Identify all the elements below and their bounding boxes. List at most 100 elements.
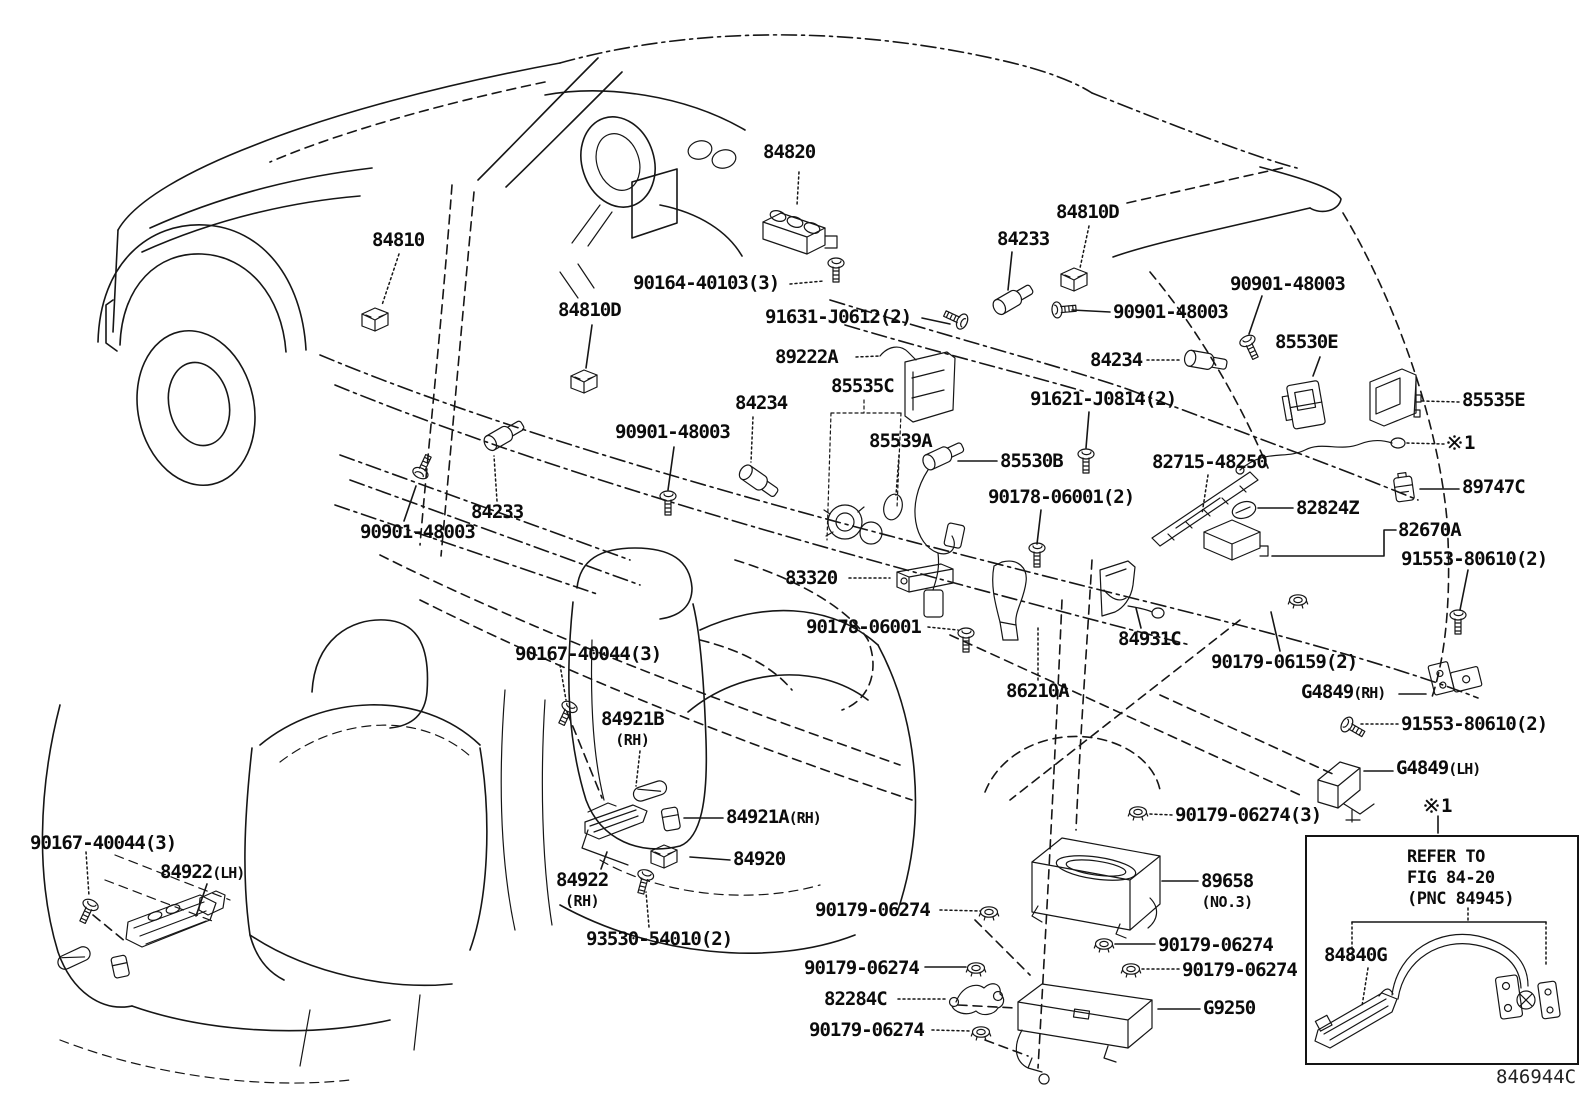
part-label-90901-48003-8: 90901-48003	[1113, 301, 1229, 323]
part-label-84921a-38: 84921A(RH)	[726, 806, 822, 828]
part-85530e-art	[1281, 380, 1326, 430]
bolt-91631-art	[940, 305, 971, 332]
part-82824z-art	[1231, 500, 1257, 520]
part-label-85535e-13: 85535E	[1462, 389, 1526, 411]
screw-90178a-art	[1028, 542, 1046, 568]
part-label-90179-06159-2--31: 90179-06159(2)	[1211, 651, 1358, 673]
part-wire-ref1-art	[1235, 437, 1406, 475]
part-label-82715-48250-19: 82715-48250	[1152, 451, 1268, 473]
screw-90178b-art	[957, 627, 975, 653]
part-label-90167-40044-3--34: 90167-40044(3)	[515, 643, 662, 665]
part-label-91553-80610-2--35: 91553-80610(2)	[1401, 713, 1548, 735]
part-84931c-art	[1099, 560, 1165, 619]
part-label-84920-39: 84920	[733, 848, 786, 870]
inset-note: REFER TO FIG 84-20 (PNC 84945)	[1407, 847, 1515, 910]
part-84820-art	[762, 210, 838, 255]
part-label-90179-06274-48: 90179-06274	[1158, 934, 1274, 956]
front-seats-art	[500, 547, 917, 954]
inset-reference-box: REFER TO FIG 84-20 (PNC 84945)	[1305, 835, 1579, 1065]
screw-91553l-art	[1337, 714, 1368, 742]
part-label-84810d-1: 84810D	[1056, 201, 1120, 223]
screw-90167c-art	[553, 698, 580, 729]
part-84921a-rh-art	[660, 806, 681, 832]
footnote-ref-label: 1	[1424, 797, 1452, 816]
rear-seats-art	[41, 619, 488, 1084]
part-label-90179-06274-3--45: 90179-06274(3)	[1175, 804, 1322, 826]
part-label-84922-42: 84922(LH)	[160, 861, 245, 883]
part-84921b-lh-art	[55, 943, 93, 973]
bolt-91553u-art	[1449, 609, 1467, 635]
part-label-90179-06274-50: 90179-06274	[1182, 959, 1298, 981]
part-label-84234-14: 84234	[735, 392, 788, 414]
part-label-93530-54010-2--43: 93530-54010(2)	[586, 928, 733, 950]
part-84233-top-art	[989, 280, 1036, 318]
part-label-84820-0: 84820	[763, 141, 816, 163]
part-label-g9250-53: G9250	[1203, 997, 1256, 1019]
part-label-84921b-36: 84921B(RH)	[601, 708, 665, 749]
inset-note-line3: (PNC 84945)	[1407, 889, 1515, 909]
nut-90179-e-art	[970, 1026, 992, 1041]
screw-90167bl-art	[74, 896, 101, 927]
part-label-85530b-18: 85530B	[1000, 450, 1064, 472]
part-82715-art	[1151, 471, 1259, 547]
part-84234-right-art	[1182, 348, 1229, 374]
part-86210a-art	[992, 560, 1027, 641]
part-84840g-art	[1314, 933, 1561, 1049]
screw-90901-tr-art	[1237, 332, 1264, 363]
part-label-89222a-9: 89222A	[775, 346, 839, 368]
part-label-90179-06274-47: 90179-06274	[815, 899, 931, 921]
screw-90901-bl-art	[410, 451, 437, 482]
car-roof-art	[559, 34, 1450, 701]
part-g4849rh-art	[1427, 661, 1483, 696]
part-89658-art	[1031, 837, 1161, 939]
part-label-85539a-16: 85539A	[869, 430, 933, 452]
part-label-89658-46: 89658(NO.3)	[1201, 870, 1254, 911]
part-84921a-lh-art	[110, 954, 130, 979]
bolt-91621-art	[1077, 448, 1095, 474]
part-label-90178-06001-29: 90178-06001	[806, 616, 922, 638]
part-label-91553-80610-2--27: 91553-80610(2)	[1401, 548, 1548, 570]
leader-lines	[85, 171, 1547, 1057]
part-label-82284c-51: 82284C	[824, 988, 888, 1010]
part-84810d-top-art	[1060, 267, 1088, 292]
part-label-89747c-22: 89747C	[1462, 476, 1526, 498]
part-84810-art	[361, 307, 389, 332]
part-label-g4849-33: G4849(RH)	[1301, 681, 1386, 703]
nut-90179-d-art	[1120, 963, 1142, 978]
part-85535e-art	[1369, 368, 1422, 427]
nut-90179-a-art	[978, 906, 1000, 921]
part-label-90164-40103-3--5: 90164-40103(3)	[633, 272, 780, 294]
grommet-06159-art	[1287, 594, 1309, 609]
part-label-91621-j0814-2--17: 91621-J0814(2)	[1030, 388, 1177, 410]
part-label-90901-48003-26: 90901-48003	[360, 521, 476, 543]
part-label-84922-40: 84922(RH)	[556, 869, 609, 910]
part-82284c-art	[948, 983, 1005, 1016]
part-85530b-art	[914, 438, 967, 618]
dashboard-art	[544, 90, 1419, 501]
nut-90179-c-art	[965, 962, 987, 977]
part-label-90901-48003-3: 90901-48003	[1230, 273, 1346, 295]
nut-90179-3-art	[1127, 806, 1149, 821]
body-side-art	[319, 354, 1479, 1069]
part-label-90179-06274-52: 90179-06274	[809, 1019, 925, 1041]
part-g9250-art	[1015, 983, 1153, 1085]
inset-note-line1: REFER TO	[1407, 847, 1485, 867]
screw-90164-art	[827, 257, 845, 283]
part-label-84233-2: 84233	[997, 228, 1050, 250]
parts-art	[55, 210, 1561, 1085]
part-label-90178-06001-2--21: 90178-06001(2)	[988, 486, 1135, 508]
part-label-85530e-12: 85530E	[1275, 331, 1339, 353]
car-front-art	[97, 57, 623, 557]
part-label-91631-j0612-2--6: 91631-J0612(2)	[765, 306, 912, 328]
part-label-84810d-7: 84810D	[558, 299, 622, 321]
part-label-82670a-24: 82670A	[1398, 519, 1462, 541]
part-82670a-art	[1203, 519, 1269, 561]
part-label-g4849-37: G4849(LH)	[1396, 757, 1481, 779]
part-84234-center-art	[736, 461, 782, 501]
part-89222a-art	[879, 346, 956, 423]
part-84922lh-art	[125, 890, 226, 948]
part-84810d-center-art	[570, 369, 598, 394]
part-label-84810-4: 84810	[372, 229, 425, 251]
part-label-85535c-10: 85535C	[831, 375, 895, 397]
